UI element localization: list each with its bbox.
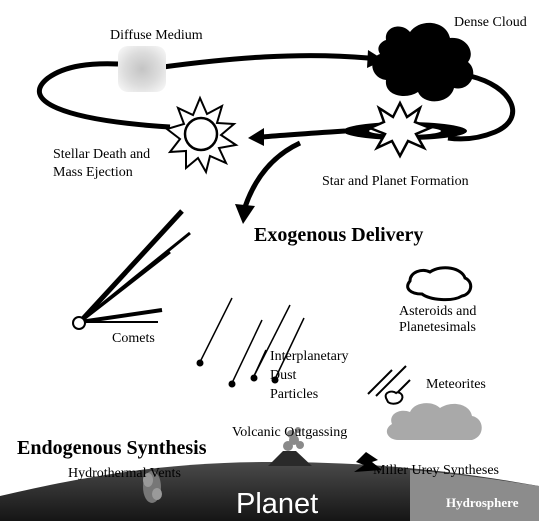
asteroid-outline [408, 268, 471, 300]
label-asteroids-line1: Asteroids and [399, 303, 476, 320]
label-comets: Comets [112, 330, 155, 347]
label-diffuse-medium: Diffuse Medium [110, 27, 203, 44]
label-hydrosphere: Hydrosphere [446, 495, 518, 510]
exogenous-delivery-arrow [245, 143, 300, 207]
dense-cloud-shape [372, 23, 473, 102]
label-idp-line1: Interplanetary [270, 348, 349, 365]
label-asteroids-line2: Planetesimals [399, 319, 476, 336]
label-stellar-death-line1: Stellar Death and [53, 146, 150, 163]
label-idp-line3: Particles [270, 386, 318, 403]
label-planet: Planet [236, 489, 318, 519]
label-stellar-death-line2: Mass Ejection [53, 164, 133, 181]
label-exogenous-delivery: Exogenous Delivery [254, 224, 423, 246]
storm-cloud [387, 403, 482, 440]
label-idp-line2: Dust [270, 367, 296, 384]
label-hydrothermal-vents: Hydrothermal Vents [68, 465, 181, 482]
comet [73, 211, 190, 329]
forming-star-burst [370, 103, 430, 156]
exogenous-delivery-arrowhead [235, 204, 255, 224]
label-star-planet-formation: Star and Planet Formation [322, 173, 469, 190]
label-endogenous-synthesis: Endogenous Synthesis [17, 437, 207, 459]
cycle-arrow-bottom [262, 131, 345, 137]
diffuse-medium-cloud [118, 46, 166, 92]
label-meteorites: Meteorites [426, 376, 486, 393]
cycle-arrow-top [163, 56, 368, 67]
label-dense-cloud: Dense Cloud [454, 14, 527, 31]
label-volcanic-outgassing: Volcanic Outgassing [232, 424, 347, 441]
cycle-arrowhead-bottom [248, 128, 264, 146]
meteorite [368, 366, 410, 404]
volcano [268, 451, 312, 466]
label-miller-urey: Miller Urey Syntheses [373, 462, 499, 479]
dying-star [167, 98, 236, 172]
